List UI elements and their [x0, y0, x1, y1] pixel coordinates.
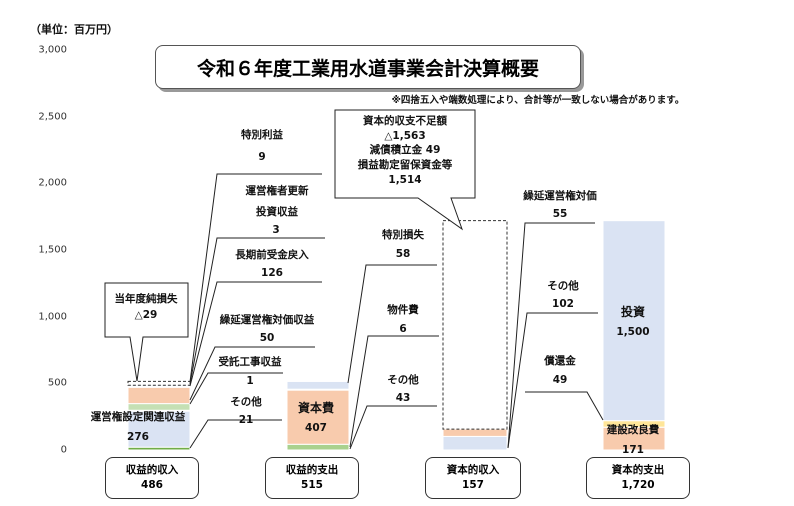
capital-callout-shape [334, 109, 476, 231]
value: 21 [238, 414, 254, 426]
y-tick-label: 2,000 [38, 177, 67, 189]
label: 長期前受金戻入 [235, 249, 309, 261]
capital-callout-text: 損益勘定留保資金等 [357, 159, 453, 171]
label: 投資収益 [256, 206, 298, 218]
leader-line [507, 312, 598, 449]
label: その他 [547, 280, 579, 292]
category-total: 1,720 [621, 479, 655, 491]
label: 運営権者更新 [245, 185, 309, 197]
value: 58 [395, 248, 411, 260]
bar-segment [442, 435, 508, 451]
leader-line [189, 372, 283, 405]
value: 43 [395, 392, 411, 404]
loss-callout-value: △29 [134, 309, 158, 321]
leader-line [189, 237, 325, 385]
bar-segment [286, 443, 350, 451]
footnote: ※四捨五入や端数処理により、合計等が一致しない場合があります。 [391, 95, 685, 106]
value: 102 [552, 298, 574, 310]
value: 276 [127, 431, 149, 443]
leader-line [189, 281, 322, 387]
leader-line [349, 405, 437, 450]
label: 受託工事収益 [218, 356, 282, 368]
label: 償還金 [544, 355, 576, 367]
leader-line [347, 264, 437, 384]
value: 407 [305, 422, 327, 434]
loss-callout-shape [104, 282, 189, 382]
y-tick-label: 1,000 [38, 311, 67, 323]
category-box: 収益的収入 486 [105, 457, 199, 499]
category-box: 資本的収入 157 [425, 457, 521, 499]
category-box: 資本的支出 1,720 [586, 457, 690, 499]
category-label: 収益的収入 [125, 463, 179, 476]
deficit-bar [127, 380, 191, 386]
label: 繰延運営権対価 [523, 190, 597, 202]
bar-segment [127, 386, 191, 405]
label: 特別利益 [241, 129, 283, 141]
category-label: 資本的収入 [446, 463, 500, 476]
label: 建設改良費 [606, 424, 660, 436]
leader-line [349, 335, 439, 448]
y-tick-label: 2,500 [38, 111, 67, 123]
category-total: 515 [301, 479, 323, 491]
bar-segment [442, 428, 508, 437]
capital-callout-text: 減債積立金 49 [369, 144, 441, 156]
capital-callout-text: △1,563 [384, 130, 426, 142]
value: 55 [552, 208, 568, 220]
value: 3 [272, 224, 280, 236]
label: 物件費 [387, 304, 419, 316]
category-label: 資本的支出 [611, 463, 665, 476]
leader-line [189, 346, 315, 401]
y-tick-label: 0 [60, 444, 67, 456]
category-label: 収益的支出 [285, 463, 339, 476]
capital-callout-text: 1,514 [388, 174, 422, 186]
deficit-bar [442, 220, 508, 430]
loss-callout-label: 当年度純損失 [114, 293, 178, 305]
label: その他 [230, 396, 262, 408]
category-total: 157 [462, 479, 484, 491]
category-total: 486 [141, 479, 163, 491]
leader-line [189, 173, 322, 383]
value: 126 [261, 267, 283, 279]
leader-line [189, 419, 282, 449]
bar-segment [286, 380, 350, 390]
y-tick-label: 1,500 [38, 244, 67, 256]
y-tick-label: 3,000 [38, 44, 67, 56]
label: 運営権設定関連収益 [90, 411, 186, 423]
category-box: 収益的支出 515 [265, 457, 359, 499]
label: 特別損失 [382, 229, 424, 241]
value: 49 [552, 374, 568, 386]
value: 171 [622, 444, 644, 456]
value: 9 [258, 151, 266, 163]
bar-segment [286, 389, 350, 445]
bar-segment [602, 220, 666, 422]
page-title: 令和６年度工業用水道事業会計決算概要 [155, 45, 581, 89]
leader-line [507, 222, 595, 449]
leader-line [525, 391, 604, 421]
value: 6 [399, 323, 407, 335]
label: その他 [387, 374, 419, 386]
value: 1 [246, 375, 254, 387]
bar-segment [127, 409, 191, 448]
y-tick-label: 500 [47, 377, 67, 389]
unit-label: （単位：百万円） [30, 23, 118, 36]
label: 資本費 [297, 401, 335, 415]
value: 1,500 [616, 326, 650, 338]
bar-segment [127, 403, 191, 411]
label: 投資 [620, 305, 646, 319]
value: 50 [259, 332, 275, 344]
label: 繰延運営権対価収益 [219, 314, 315, 326]
leader-lines [189, 173, 604, 450]
capital-callout-text: 資本的収支不足額 [363, 115, 447, 127]
